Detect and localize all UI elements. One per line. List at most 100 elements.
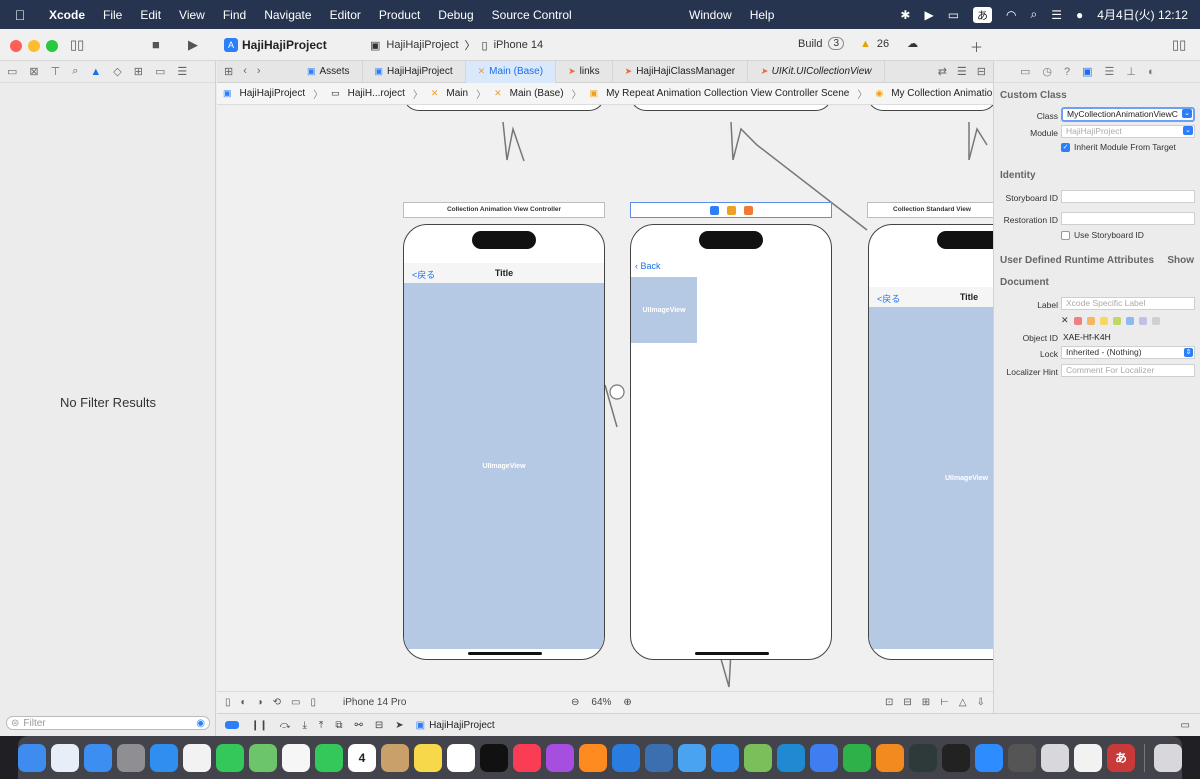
jump-scene[interactable]: My Repeat Animation Collection View Cont… [606, 88, 850, 99]
jump-main-base[interactable]: Main (Base) [509, 88, 564, 99]
zoom-in-icon[interactable]: ⊕ [623, 697, 632, 708]
label-color-swatch[interactable] [1086, 316, 1095, 325]
tab-assets[interactable]: ▣Assets [295, 60, 363, 83]
appearance-icon[interactable]: ◐ [240, 697, 247, 708]
environment-icon[interactable]: ⊟ [374, 719, 384, 731]
debug-icon[interactable]: ⊞ [133, 66, 143, 78]
use-storyboard-id-checkbox[interactable] [1061, 230, 1070, 240]
dock-chrome-icon[interactable] [183, 743, 211, 772]
scene-label-collection-animation[interactable]: Collection Animation View Controller [403, 202, 605, 218]
jump-main[interactable]: Main [446, 88, 469, 99]
class-field[interactable]: MyCollectionAnimationViewC ⌄ [1061, 107, 1195, 122]
scene-dock-selected[interactable] [630, 202, 832, 218]
dock-chatgpt-icon[interactable] [909, 743, 937, 772]
identity-icon[interactable]: ▣ [1082, 66, 1093, 78]
phone-collection-animation[interactable]: <戻る Title UIImageView [403, 224, 605, 660]
dock-settings-icon[interactable] [117, 743, 145, 772]
dock-trash-icon[interactable] [1154, 743, 1182, 772]
inherit-module-row[interactable]: ✓ Inherit Module From Target [1061, 142, 1176, 152]
image-view[interactable]: UIImageView [404, 283, 604, 649]
view-controller-icon[interactable] [709, 205, 719, 215]
step-over-icon[interactable]: ⤼ [279, 719, 291, 731]
dock-testflight-icon[interactable] [678, 743, 706, 772]
device-frame-icon[interactable]: ▭ [291, 697, 301, 708]
grid-icon[interactable]: ⊞ [224, 66, 234, 78]
pause-icon[interactable]: ❙❙ [251, 719, 268, 731]
breakpoint-icon[interactable]: ▭ [154, 66, 166, 78]
stack-icon[interactable]: ⊟ [903, 697, 912, 708]
tab-project[interactable]: ▣HajiHajiProject [363, 60, 466, 83]
zoom-level[interactable]: 64% [591, 697, 612, 708]
minimize-button[interactable] [28, 40, 40, 52]
phone-collection-standard[interactable]: <戻る Title UIImageView [868, 224, 993, 660]
label-color-swatch[interactable] [1125, 316, 1134, 325]
dock-preview-icon[interactable] [1041, 743, 1069, 772]
run-destination[interactable]: iPhone 14 [493, 39, 544, 51]
wifi-icon[interactable]: ◠ [1006, 7, 1017, 22]
dock-facetime-icon[interactable] [315, 743, 343, 772]
view-hierarchy-icon[interactable]: ⧉ [335, 719, 343, 731]
menu-navigate[interactable]: Navigate [264, 7, 312, 22]
chevron-down-icon[interactable]: ⌄ [1183, 126, 1193, 135]
label-color-swatch[interactable] [1099, 316, 1108, 325]
tab-links[interactable]: ➤links [556, 60, 613, 83]
label-color-swatch[interactable] [1073, 316, 1082, 325]
debug-process[interactable]: ▣ HajiHajiProject [416, 720, 495, 731]
dock-swift-playgrounds-icon[interactable] [744, 743, 772, 772]
menu-product[interactable]: Product [378, 7, 421, 22]
menu-help[interactable]: Help [749, 7, 775, 22]
dock-photos-icon[interactable] [282, 743, 310, 772]
close-button[interactable] [10, 40, 22, 52]
dock-textedit-icon[interactable] [1074, 743, 1102, 772]
show-runtime-attributes[interactable]: Show [1167, 255, 1194, 266]
device-selector[interactable]: iPhone 14 Pro [343, 697, 407, 708]
filter-options-icon[interactable]: ◉ [196, 717, 205, 729]
dock-terminal-icon[interactable] [942, 743, 970, 772]
dark-mode-icon[interactable]: ◑ [256, 697, 263, 708]
restoration-id-field[interactable] [1061, 212, 1195, 225]
module-field[interactable]: HajiHajiProject ⌄ [1061, 125, 1195, 138]
storyboard-id-field[interactable] [1061, 190, 1195, 203]
split-icon[interactable]: ▯ [310, 697, 316, 708]
exit-icon[interactable] [743, 205, 753, 215]
test-icon[interactable]: ◇ [113, 66, 122, 78]
dock-vscode-icon[interactable] [777, 743, 805, 772]
stop-icon[interactable]: ■ [152, 37, 160, 52]
forward-icon[interactable]: › [256, 65, 261, 77]
navigator-filter[interactable]: ⊜ Filter ◉ [6, 716, 210, 730]
dock-zoom-icon[interactable] [975, 743, 1003, 772]
connections-icon[interactable]: ◐ [1148, 65, 1155, 78]
spotlight-icon[interactable]: ⌕ [1030, 7, 1038, 21]
label-field[interactable]: Xcode Specific Label [1061, 297, 1195, 310]
outline-toggle-icon[interactable]: ▯ [225, 697, 231, 708]
dock-notes-icon[interactable] [414, 743, 442, 772]
menu-source-control[interactable]: Source Control [491, 7, 572, 22]
localizer-hint-field[interactable]: Comment For Localizer [1061, 364, 1195, 377]
help-icon[interactable]: ? [1064, 65, 1071, 78]
dock-xcode-icon[interactable] [612, 743, 640, 772]
step-into-icon[interactable]: ⤓ [302, 719, 307, 731]
symbol-icon[interactable]: ⊤ [50, 66, 61, 78]
issue-icon[interactable]: ▲ [90, 65, 102, 78]
dock-music-icon[interactable] [513, 743, 541, 772]
menu-find[interactable]: Find [222, 7, 247, 22]
inspector-toggle-icon[interactable]: ▯▯ [1172, 37, 1187, 52]
menu-edit[interactable]: Edit [140, 7, 162, 22]
dock-contacts-icon[interactable] [381, 743, 409, 772]
use-storyboard-id-row[interactable]: Use Storyboard ID [1061, 230, 1144, 240]
console-toggle-icon[interactable]: ▭ [1180, 719, 1190, 731]
inherit-module-checkbox[interactable]: ✓ [1061, 142, 1070, 152]
dock-pages-icon[interactable] [876, 743, 904, 772]
phone-repeat-animation[interactable]: ‹ Back UIImageView [630, 224, 832, 660]
swap-icon[interactable]: ⇄ [937, 66, 947, 78]
file-inspector-icon[interactable]: ▭ [1020, 66, 1031, 78]
scheme-name[interactable]: HajiHajiProject [386, 39, 459, 51]
menu-clock[interactable]: 4月4日(火) 12:12 [1097, 8, 1188, 22]
chevron-down-icon[interactable]: ⌄ [1182, 109, 1192, 118]
scene-label-collection-standard[interactable]: Collection Standard View [867, 202, 993, 218]
back-button[interactable]: <戻る [877, 294, 901, 304]
label-color-swatch[interactable] [1112, 316, 1121, 325]
battery-icon[interactable]: ▭ [947, 7, 960, 22]
dock-calculator-icon[interactable] [1008, 743, 1036, 772]
label-color-swatch[interactable] [1151, 316, 1160, 325]
